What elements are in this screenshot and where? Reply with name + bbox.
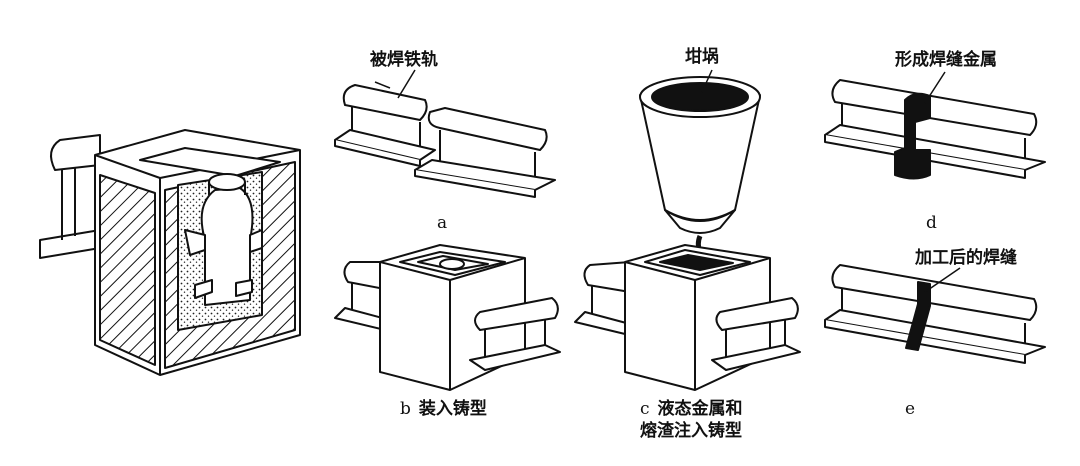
- label-weld-metal: 形成焊缝金属: [895, 50, 997, 70]
- rails-in-mold: [334, 244, 561, 391]
- cutaway-mold: [39, 129, 301, 376]
- caption-e: e: [905, 399, 916, 419]
- label-machined-weld: 加工后的焊缝: [915, 248, 1017, 268]
- label-crucible: 坩埚: [685, 47, 719, 67]
- rails-separated: [334, 81, 556, 198]
- rails-machined-weld: [824, 264, 1046, 364]
- rails-weld-metal: [824, 79, 1046, 180]
- caption-d: d: [926, 213, 937, 233]
- crucible-pour: [574, 76, 801, 391]
- leader-lines: [397, 69, 961, 293]
- caption-a: a: [437, 213, 448, 233]
- label-rail-to-weld: 被焊铁轨: [370, 50, 438, 70]
